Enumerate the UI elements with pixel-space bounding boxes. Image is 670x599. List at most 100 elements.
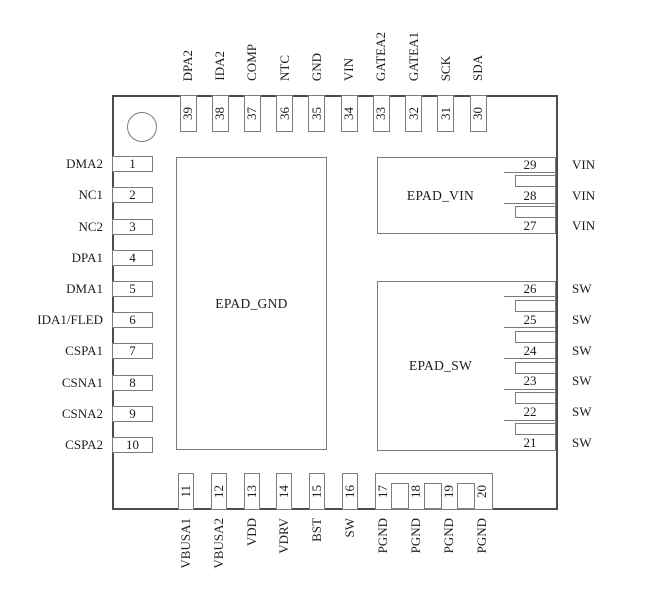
pin-number-3: 3 <box>129 218 136 234</box>
pin-box-33-text: 33 <box>373 107 389 120</box>
pin-number-24: 24 <box>523 342 537 358</box>
pin-box-2 <box>112 187 153 204</box>
pin-number-10: 10 <box>126 437 139 453</box>
pin-number-25: 25 <box>523 311 537 327</box>
pin-number-20: 20 <box>474 473 490 510</box>
pin-name-21: SW <box>572 435 592 451</box>
pin-box-31: 31 <box>437 95 455 132</box>
pin-name-38-text: IDA2 <box>212 51 228 81</box>
pin-box-30: 30 <box>469 95 487 132</box>
pin-name-30: SDA <box>470 55 486 81</box>
pin-name-38: IDA2 <box>212 51 228 81</box>
pin-box-34: 34 <box>340 95 358 132</box>
pin-number-17-text: 17 <box>375 485 390 498</box>
pin-name-33: GATEA2 <box>373 32 389 81</box>
pin-number-28: 28 <box>523 187 537 203</box>
pin-number-19-text: 19 <box>441 485 456 498</box>
pin-name-4: DPA1 <box>71 249 103 265</box>
pin-name-27: VIN <box>572 218 596 234</box>
pin-separator-line <box>504 296 556 298</box>
epad-sw-notch <box>515 299 556 312</box>
pin-name-29: VIN <box>572 156 596 172</box>
pin-name-36: NTC <box>277 55 293 81</box>
pin-box-15-text: 15 <box>309 485 325 498</box>
pin-name-12: VBUSA2 <box>211 518 227 569</box>
pin-number-23: 23 <box>523 373 537 389</box>
epad-vin-notch <box>515 175 556 188</box>
pin-box-32: 32 <box>405 95 422 132</box>
pin-name-30-text: SDA <box>470 54 485 81</box>
pin-number-18-text: 18 <box>408 485 423 498</box>
pin-box-11-text: 11 <box>178 485 193 498</box>
pin-name-3: NC2 <box>78 218 103 234</box>
pin-number-18: 18 <box>408 473 424 510</box>
pin-name-17-text: PGND <box>375 518 390 554</box>
epad-sw-bottom-notch <box>390 483 409 509</box>
pin-number-8: 8 <box>129 374 136 390</box>
epad-sw-notch <box>515 361 556 374</box>
pin-name-5: DMA1 <box>66 281 103 296</box>
pin-name-28: VIN <box>572 187 596 203</box>
pin-box-12-text: 12 <box>210 485 226 498</box>
pin-box-38: 38 <box>211 95 229 132</box>
pin-name-36-text: NTC <box>276 55 292 81</box>
pin-name-31: SCK <box>438 56 454 81</box>
pin-name-37: COMP <box>244 44 260 81</box>
pin-name-6: IDA1/FLED <box>37 312 103 328</box>
pin-name-12-text: VBUSA2 <box>210 518 226 569</box>
pin-box-36: 36 <box>276 95 294 132</box>
pin-box-5 <box>112 281 153 297</box>
pin-box-16: 16 <box>342 473 358 510</box>
pin-separator-line <box>504 389 556 391</box>
pin-number-5: 5 <box>129 281 136 296</box>
pin-name-10: CSPA2 <box>65 437 103 453</box>
pin-name-14: VDRV <box>276 518 292 554</box>
pin-box-39-text: 39 <box>180 107 195 120</box>
pin-name-7: CSPA1 <box>65 343 103 359</box>
pin-name-34-text: VIN <box>341 57 357 81</box>
pin-name-31-text: SCK <box>437 55 453 81</box>
pin-name-15-text: BST <box>309 518 325 542</box>
pin-box-14: 14 <box>276 473 293 510</box>
pin-number-19: 19 <box>441 473 457 510</box>
pin-box-30-text: 30 <box>470 107 485 120</box>
pin-box-35: 35 <box>308 95 326 132</box>
pin-name-16-text: SW <box>342 518 357 538</box>
pin-box-37-text: 37 <box>244 107 260 120</box>
pin-name-20: PGND <box>474 518 490 553</box>
epad-sw-bottom-notch <box>456 483 475 509</box>
pin-box-12: 12 <box>210 473 227 510</box>
pin-name-11: VBUSA1 <box>178 518 194 569</box>
pin-name-16: SW <box>342 518 358 538</box>
epad-gnd <box>176 157 327 450</box>
pin-number-4: 4 <box>129 249 136 265</box>
pin-separator-line <box>504 327 556 329</box>
pin-box-11: 11 <box>178 473 194 510</box>
pin-number-1: 1 <box>129 156 136 172</box>
pin-separator-line <box>504 172 556 174</box>
pin-box-4 <box>112 249 153 266</box>
pin1-indicator-circle <box>127 112 157 142</box>
pin-name-19: PGND <box>441 518 457 553</box>
pin-name-22: SW <box>572 404 592 420</box>
pin-number-27: 27 <box>523 218 537 234</box>
pin-box-6 <box>112 312 153 329</box>
pin-name-33-text: GATEA2 <box>373 31 389 81</box>
pin-number-9: 9 <box>129 405 136 421</box>
pin-name-25: SW <box>572 311 592 327</box>
pin-box-8 <box>112 374 153 391</box>
epad-gnd-label: EPAD_GND <box>215 295 288 311</box>
pin-name-1: DMA2 <box>66 156 103 172</box>
epad-vin <box>377 157 556 234</box>
pin-box-9 <box>112 405 153 422</box>
pin-box-3 <box>112 218 153 235</box>
pin-number-2: 2 <box>129 187 136 203</box>
pin-number-21: 21 <box>523 435 537 451</box>
pin-number-7: 7 <box>129 343 136 359</box>
pin-name-39-text: DPA2 <box>180 49 195 81</box>
pin-name-39: DPA2 <box>180 50 196 81</box>
pin-name-11-text: VBUSA1 <box>178 518 193 569</box>
pin-name-37-text: COMP <box>244 44 260 81</box>
pin-box-14-text: 14 <box>276 485 292 498</box>
pin-name-2: NC1 <box>78 187 103 203</box>
